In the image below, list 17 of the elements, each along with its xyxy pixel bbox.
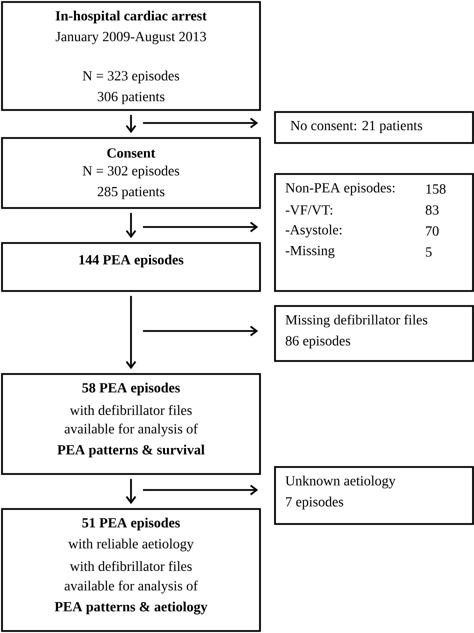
arrow — [126, 212, 136, 238]
process-box: Unknown aetiology 7 episodes — [274, 466, 474, 525]
arrow — [143, 484, 258, 496]
arrow — [143, 326, 258, 336]
arrow — [143, 118, 258, 128]
arrow — [126, 478, 136, 504]
process-box: Non-PEA episodes: 158 -VF/VT: 83 -Asystole: 70 -Missing 5 — [274, 173, 474, 292]
arrow — [143, 222, 258, 232]
arrow — [126, 114, 136, 134]
process-box: 58 PEA episodes with defibrillator files available for analysis of PEA patterns & survival — [1, 373, 261, 475]
process-box: No consent: 21 patients — [274, 111, 474, 144]
process-box: In-hospital cardiac arrest January 2009-August 2013 N = 323 episodes 306 patients — [1, 1, 261, 111]
arrow — [126, 296, 136, 370]
process-box: 144 PEA episodes — [1, 242, 261, 292]
process-box: Consent N = 302 episodes 285 patients — [1, 137, 261, 209]
process-box: Missing defibrillator files 86 episodes — [274, 305, 474, 362]
process-box: 51 PEA episodes with reliable aetiology with defibrillator files available for analysis of PEA patterns & aetiology — [1, 508, 261, 632]
